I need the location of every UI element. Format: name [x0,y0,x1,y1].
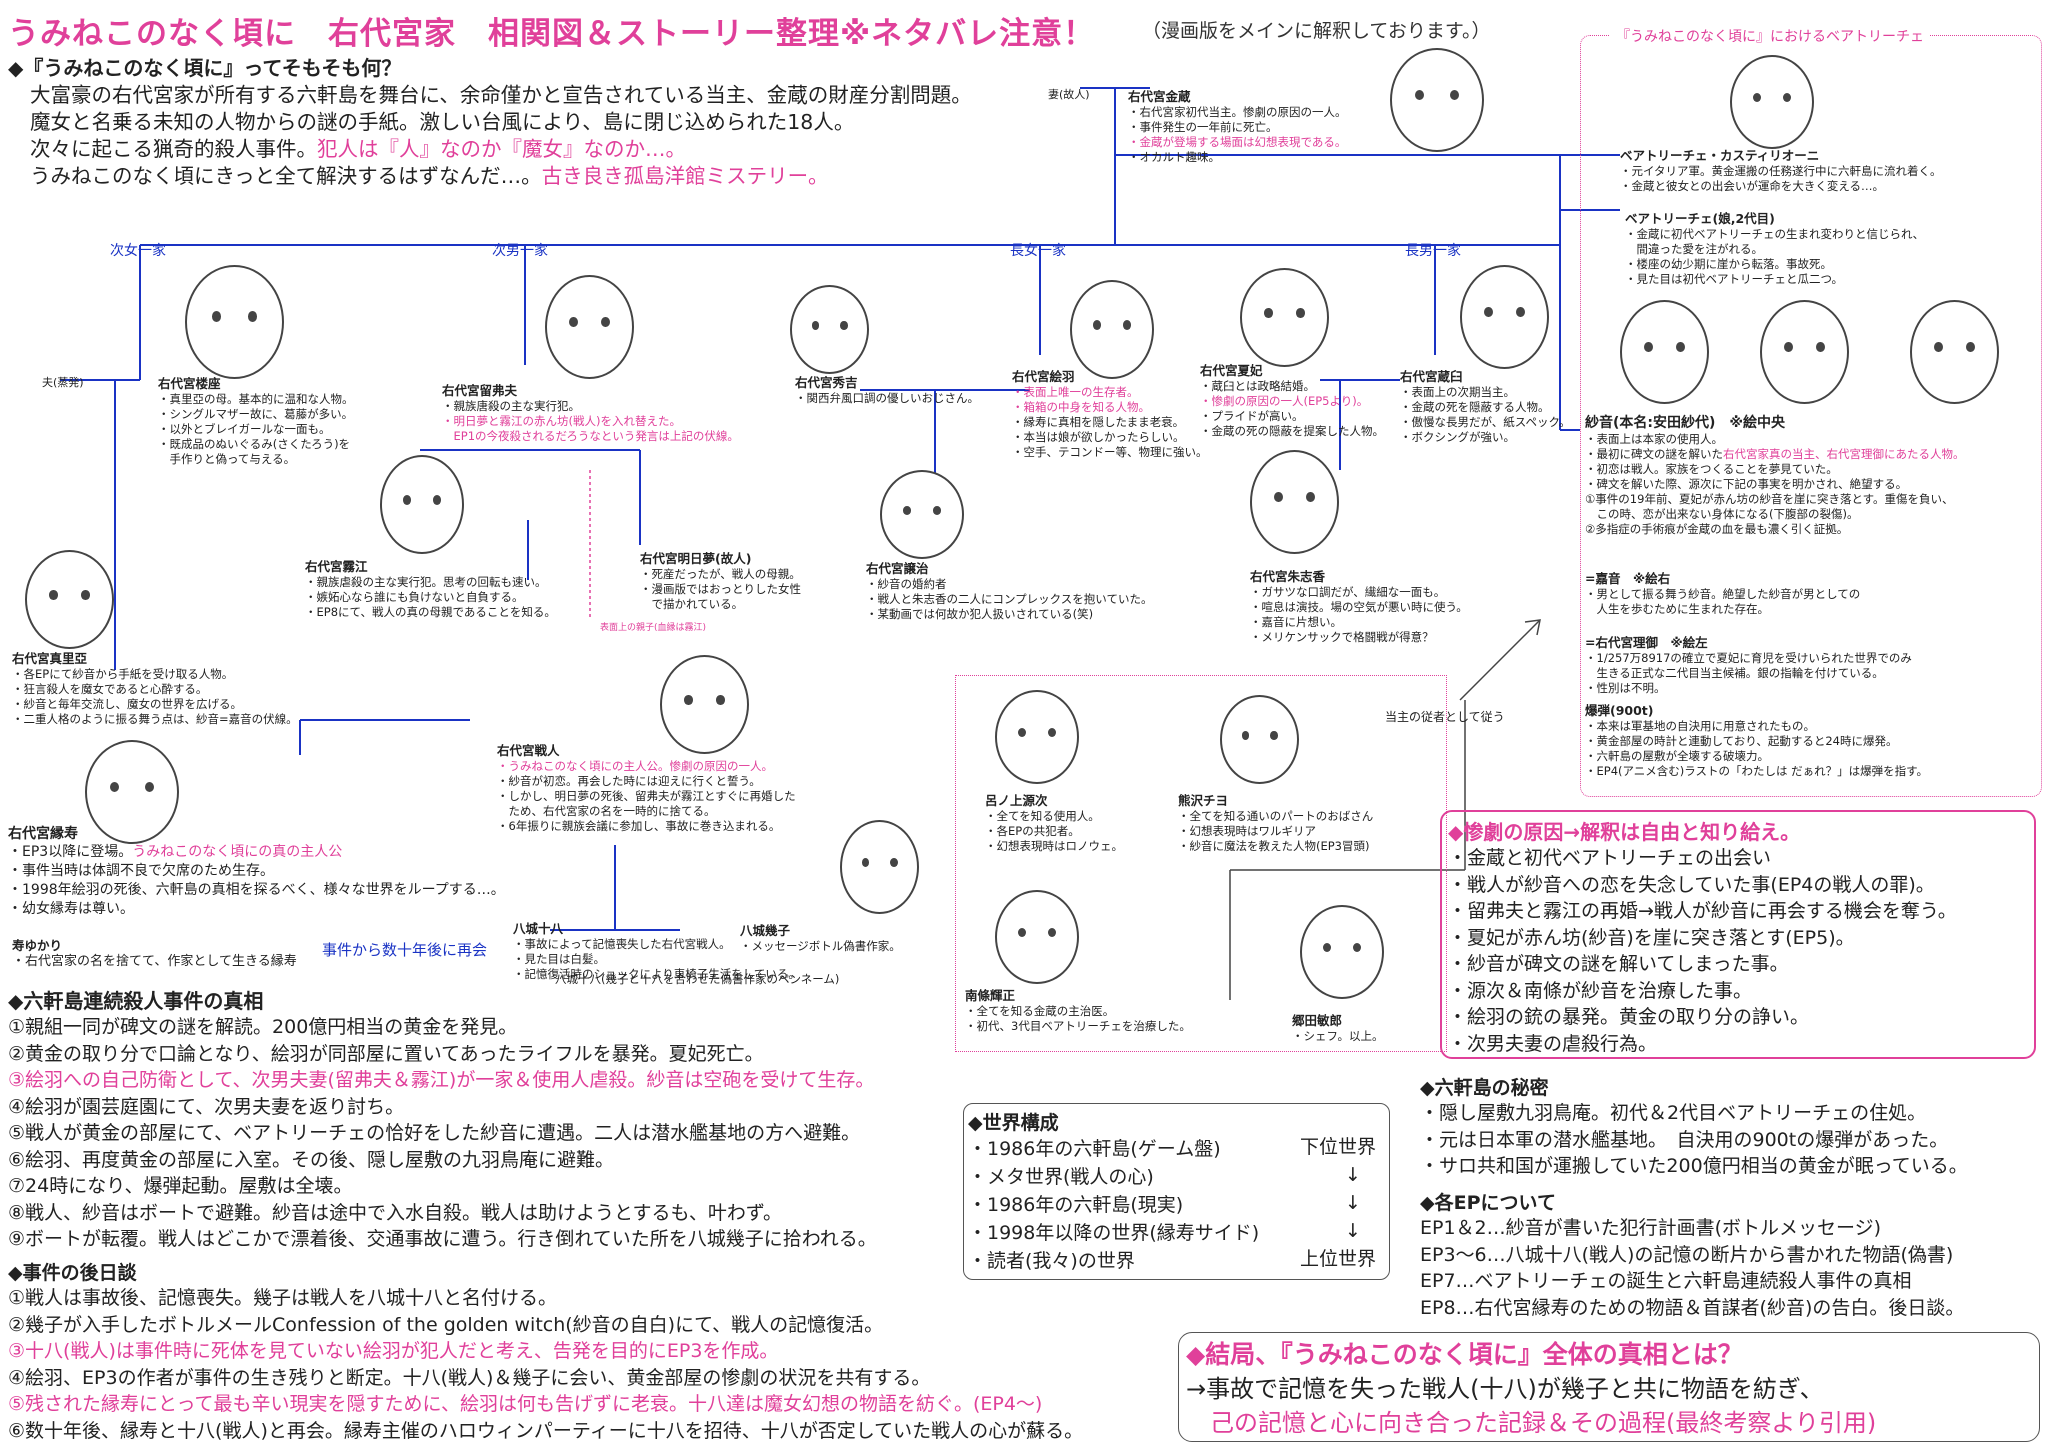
george-card: 右代宮譲治 ・紗音の婚約者 ・戦人と朱志香の二人にコンプレックスを抱いていた。 … [866,561,1153,621]
shannon-portrait-icon [1760,300,1849,404]
shannon-card: 紗音(本名:安田紗代) ※絵中央 ・表面上は本家の使用人。 ・最初に碑文の謎を解… [1585,415,1965,536]
rosa-husband-label: 夫(蒸発) [42,376,84,389]
krauss-portrait-icon [1460,265,1549,369]
real-parent-label: 表面上の親子(血縁は霧江) [600,623,707,633]
kumasawa-portrait-icon [1220,695,1299,784]
tohya-ikuko-penname: 八城十八(幾子と十八を合わせた偽書作家のペンネーム) [555,972,840,986]
page-subtitle: （漫画版をメインに解釈しております。） [1142,20,1491,42]
maria-card: 右代宮真里亞 ・各EPにて紗音から手紙を受け取る人物。 ・狂言殺人を魔女であると… [12,651,298,726]
servants-box [955,675,1447,1052]
world-arrow-icon: ↓ [1345,1192,1361,1214]
kinzo-portrait-icon [1390,48,1484,152]
beatrice-box-heading: 『うみねこのなく頃に』におけるベアトリーチェ [1610,26,1930,46]
beatrice1-card: ベアトリーチェ・カスティリオーニ ・元イタリア軍。黄金運搬の任務遂行中に六軒島に… [1620,148,1942,193]
ange-card: 右代宮縁寿 ・EP3以降に登場。うみねこのなく頃にの真の主人公 ・事件当時は体調… [8,826,505,917]
battler-portrait-icon [660,655,749,754]
genji-card: 呂ノ上源次 ・全てを知る使用人。 ・各EPの共犯者。 ・幻想表現時はロノウェ。 [985,793,1123,853]
episodes-section: ◆各EPについて EP1＆2…紗音が書いた犯行計画書(ボトルメッセージ) EP3… [1420,1192,1965,1319]
beatrice1-portrait-icon [1730,55,1814,149]
cause-box [1440,810,2036,1059]
conclusion-box [1178,1332,2040,1442]
rio-card: =右代宮理御 ※絵左 ・1/257万8917の確立で夏妃に育児を受けいられた世界… [1585,635,1912,695]
genji-portrait-icon [995,690,1079,784]
rosa-portrait-icon [185,265,284,379]
page-title: うみねこのなく頃に 右代宮家 相関図＆ストーリー整理※ネタバレ注意！ [8,16,1096,52]
kinzo-wife-label: 妻(故人) [1048,88,1090,101]
battler-card: 右代宮戦人 ・うみねこのなく頃にの主人公。惨劇の原因の一人。 ・紗音が初恋。再会… [497,743,796,833]
world-arrow-icon: ↓ [1345,1220,1361,1242]
family-label-jijo: 次女一家 [110,243,166,259]
cause-content: ◆惨劇の原因→解釈は自由と知り給え。 ・金蔵と初代ベアトリーチェの出会い ・戦人… [1448,820,1957,1055]
kumasawa-card: 熊沢チヨ ・全てを知る通いのパートのおばさん ・幻想表現時はワルギリア ・紗音に… [1178,793,1374,853]
world-lower-label: 下位世界 [1300,1136,1377,1158]
natsuhi-portrait-icon [1240,268,1329,367]
family-label-jinan: 次男一家 [492,243,548,259]
aftermath-section: ◆事件の後日談 ①戦人は事故後、記憶喪失。幾子は戦人を八城十八と名付ける。 ②幾… [8,1262,1084,1442]
jessica-portrait-icon [1250,450,1339,554]
george-portrait-icon [880,470,964,559]
ikuko-card: 八城幾子 ・メッセージボトル偽書作家。 [740,923,901,953]
hideyoshi-card: 右代宮秀吉 ・関西弁風口調の優しいおじさん。 [795,375,979,405]
reunion-label: 事件から数十年後に再会 [322,941,488,959]
tohya-card: 八城十八 ・事故によって記憶喪失した右代宮戦人。 ・見た目は白髪。 ・記憶復活時… [513,921,800,981]
family-label-chojo: 長女一家 [1010,243,1066,259]
nanjo-card: 南條輝正 ・全てを知る金蔵の主治医。 ・初代、3代目ベアトリーチェを治療した。 [965,988,1191,1033]
kyrie-portrait-icon [380,455,464,554]
ange-portrait-icon [85,740,179,844]
krauss-card: 右代宮蔵臼 ・表面上の次期当主。 ・金蔵の死を隠蔽する人物。 ・傲慢な長男だが、… [1400,369,1571,444]
intro-heading: ◆『うみねこのなく頃に』ってそもそも何？ [8,56,402,80]
rosa-card: 右代宮楼座 ・真里亞の母。基本的に温和な人物。 ・シングルマザー故に、葛藤が多い… [158,376,354,466]
servant-follow-label: 当主の従者として従う [1385,710,1505,724]
eva-portrait-icon [1070,280,1154,379]
bomb-card: 爆弾(900t) ・本来は軍基地の自決用に用意されたもの。 ・黄金部屋の時計と連… [1585,703,1929,778]
maria-portrait-icon [25,550,114,649]
rio-portrait-icon [1620,300,1709,404]
eva-card: 右代宮絵羽 ・表面上唯一の生存者。 ・箱箱の中身を知る人物。 ・縁寿に真相を隠し… [1012,369,1208,459]
intro-text: 大富豪の右代宮家が所有する六軒島を舞台に、余命僅かと宣告されている当主、金蔵の財… [30,83,972,188]
jessica-card: 右代宮朱志香 ・ガサツな口調だが、繊細な一面も。 ・喧息は演技。場の空気が悪い時… [1250,569,1468,644]
rudolf-portrait-icon [545,275,634,379]
kanon-portrait-icon [1910,300,1999,404]
conclusion-content: ◆結局、『うみねこのなく頃に』全体の真相とは？ →事故で記憶を失った戦人(十八)… [1186,1340,1877,1437]
kanon-card: =嘉音 ※絵右 ・男として振る舞う紗音。絶望した紗音が男としての 人生を歩むため… [1585,571,1861,616]
world-upper-label: 上位世界 [1300,1248,1377,1270]
kyrie-card: 右代宮霧江 ・親族虐殺の主な実行犯。思考の回転も速い。 ・嫉妬心なら誰にも負けな… [305,559,556,619]
natsuhi-card: 右代宮夏妃 ・蔵臼とは政略結婚。 ・惨劇の原因の一人(EP5より)。 ・プライド… [1200,363,1384,438]
gohda-card: 郷田敏郎 ・シェフ。以上。 [1292,1013,1384,1043]
hideyoshi-portrait-icon [790,285,869,374]
beatrice2-card: ベアトリーチェ(娘,2代目) ・金蔵に初代ベアトリーチェの生まれ変わりと信じられ… [1625,211,1925,286]
truth-section: ◆六軒島連続殺人事件の真相 ①親組一同が碑文の謎を解読。200億円相当の黄金を発… [8,989,877,1250]
kinzo-card: 右代宮金蔵 ・右代宮家初代当主。惨劇の原因の一人。 ・事件発生の一年前に死亡。 … [1128,89,1347,164]
nanjo-portrait-icon [995,890,1079,984]
world-arrow-icon: ↓ [1345,1164,1361,1186]
world-content: ◆世界構成 ・1986年の六軒島(ゲーム盤) ・メタ世界(戦人の心) ・1986… [968,1112,1260,1272]
rudolf-card: 右代宮留弗夫 ・親族唐殺の主な実行犯。 ・明日夢と霧江の赤ん坊(戦人)を入れ替え… [442,383,739,443]
asumu-card: 右代宮明日夢(故人) ・死産だったが、戦人の母親。 ・漫画版ではおっとりした女性… [640,551,801,611]
family-label-chonan: 長男一家 [1405,243,1461,259]
secret-section: ◆六軒島の秘密 ・隠し屋敷九羽鳥庵。初代＆2代目ベアトリーチェの住処。 ・元は日… [1420,1077,1968,1177]
yukari-card: 寿ゆかり ・右代宮家の名を捨てて、作家として生きる縁寿 [12,938,297,969]
ikuko-portrait-icon [840,820,919,914]
gohda-portrait-icon [1300,905,1384,999]
world-box [963,1103,1390,1280]
